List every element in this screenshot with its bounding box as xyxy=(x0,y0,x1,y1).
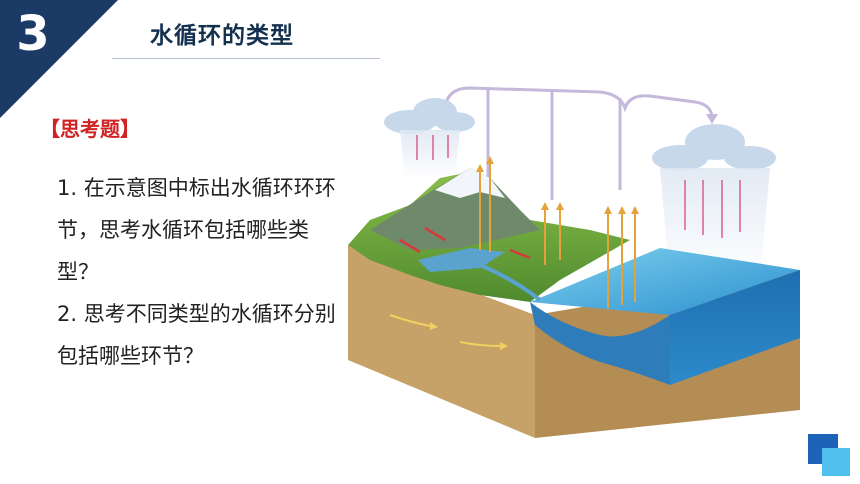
question-heading: 【思考题】 xyxy=(40,117,140,141)
rain-icon xyxy=(400,130,770,280)
water-cycle-diagram xyxy=(348,86,800,438)
groundwater-arrows xyxy=(389,314,501,347)
runoff-arrows xyxy=(399,226,531,260)
cloud-icon xyxy=(384,98,475,134)
slide-title: 水循环的类型 xyxy=(150,23,294,49)
question-1: 1. 在示意图中标出水循环环环节，思考水循环包括哪些类型？ xyxy=(57,176,336,284)
vapor-transport-arrows xyxy=(443,86,714,200)
ocean-side xyxy=(670,270,800,385)
section-corner-badge xyxy=(0,0,118,118)
question-2: 2. 思考不同类型的水循环分别包括哪些环节？ xyxy=(57,302,336,368)
evaporation-arrows xyxy=(479,162,636,308)
title-divider xyxy=(112,58,380,59)
soil-layer xyxy=(348,245,535,438)
ocean-surface xyxy=(530,248,800,315)
lake xyxy=(418,248,505,272)
cloud-icon xyxy=(652,124,776,171)
section-number: 3 xyxy=(16,6,50,62)
logo-icon xyxy=(808,434,850,476)
